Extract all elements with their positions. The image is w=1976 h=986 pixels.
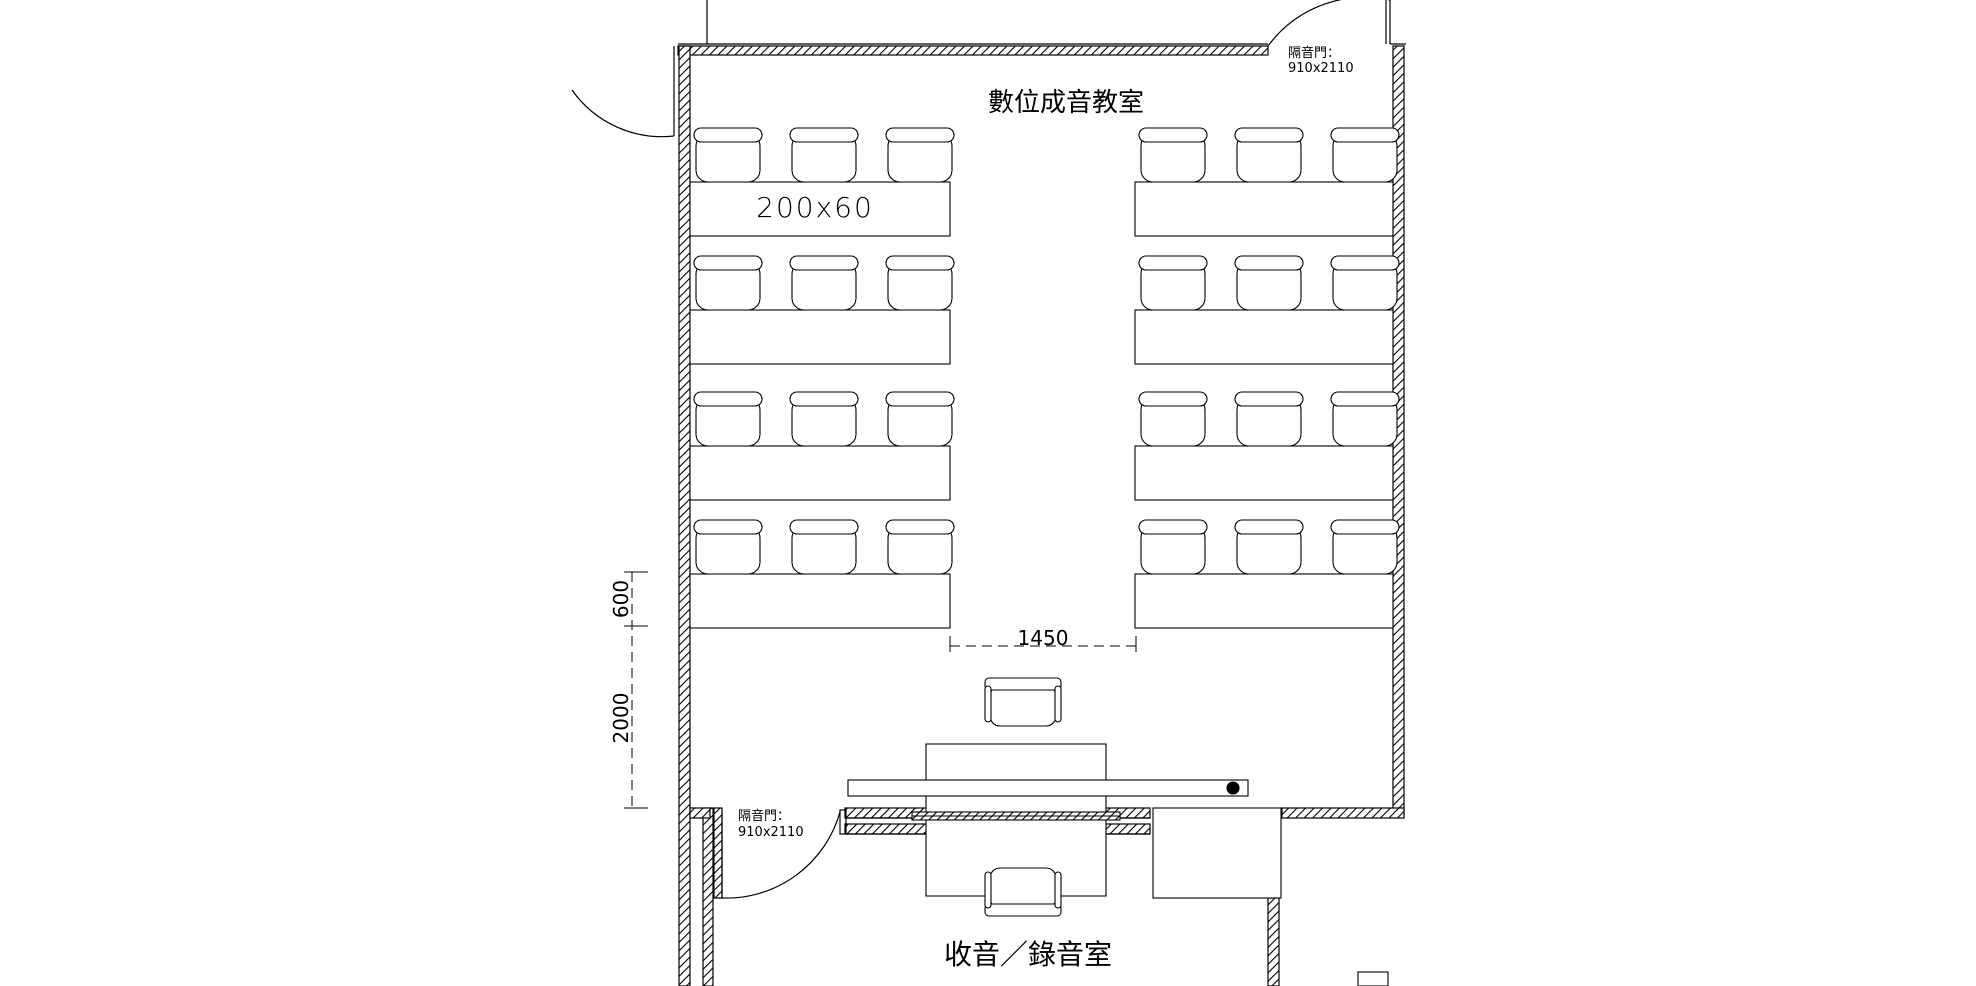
desk [1134,573,1394,629]
door-top-right-label-1: 隔音門： [1288,45,1340,61]
engineer-chair [984,867,1062,917]
speaker-icon [1226,781,1240,795]
chair [885,127,955,183]
chair [789,127,859,183]
chair [789,519,859,575]
chair [693,391,763,447]
chair [1330,255,1400,311]
small-box [1357,971,1389,986]
chair [789,255,859,311]
chair [1138,255,1208,311]
wall-recording-right [1267,897,1280,986]
recording-room-title: 收音／錄音室 [944,938,1112,971]
chair [693,519,763,575]
desk-size-label: 200x60 [756,191,874,224]
chair [789,391,859,447]
desk-rows [689,181,1394,629]
wall-left-inner [702,807,714,986]
wall-mid-right [1281,807,1405,819]
chair [1330,391,1400,447]
chair [1138,391,1208,447]
chair [1330,519,1400,575]
chair [1138,127,1208,183]
desk [1134,181,1394,237]
door-top-left [571,89,675,138]
chair [1138,519,1208,575]
desk [1134,309,1394,365]
desk [1134,445,1394,501]
chair [885,255,955,311]
chair [885,519,955,575]
cabinet [1152,807,1282,899]
desk [689,445,951,501]
chair [1234,391,1304,447]
teacher-area [847,677,1389,986]
chair [1234,255,1304,311]
chair [1234,127,1304,183]
teacher-chair [984,677,1062,727]
wall-left [678,45,691,986]
desk [689,309,951,365]
door-lower-left-label-2: 910x2110 [738,825,804,840]
door-lower-left-label-1: 隔音門： [738,808,790,824]
counter [847,779,1249,797]
chair [1330,127,1400,183]
desk [689,573,951,629]
chairs [693,127,1400,575]
vertical-large-label: 2000 [609,693,633,744]
chair [885,391,955,447]
wall-top [677,45,1269,56]
door-lower-left [721,809,847,899]
classroom-title: 數位成音教室 [988,88,1144,118]
wall-mid-left [689,807,711,819]
chair [693,255,763,311]
desk [689,181,951,237]
chair [693,127,763,183]
dimension-vertical [624,571,648,809]
vertical-small-label: 600 [609,580,633,618]
chair [1234,519,1304,575]
door-top-right [1267,0,1390,47]
door-top-right-label-2: 910x2110 [1288,61,1354,76]
dimension-aisle [949,636,1137,652]
aisle-width-label: 1450 [1018,626,1069,650]
